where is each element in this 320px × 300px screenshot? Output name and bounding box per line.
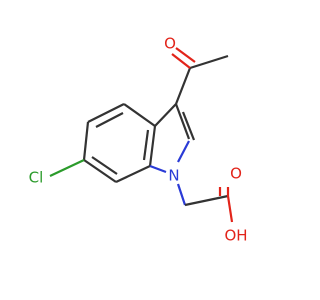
double-bond-inner bbox=[181, 111, 196, 141]
bond bbox=[82, 121, 90, 161]
bond bbox=[87, 103, 125, 123]
double-bond-inner bbox=[91, 156, 118, 175]
atom-label-acid-o: O bbox=[230, 165, 242, 183]
atom-label-carbonyl-o: O bbox=[164, 35, 176, 53]
bond bbox=[176, 183, 187, 206]
acetic-acid-group bbox=[176, 183, 234, 223]
bond bbox=[184, 194, 229, 207]
bond bbox=[154, 103, 177, 127]
pyrrole-ring bbox=[149, 103, 196, 174]
atom-label-chlorine: Cl bbox=[29, 169, 44, 187]
bond bbox=[115, 165, 151, 183]
bond bbox=[148, 125, 157, 167]
structure-canvas: O N Cl O OH bbox=[29, 35, 248, 245]
double-bond-inner bbox=[142, 129, 150, 161]
bond bbox=[149, 164, 167, 174]
bond bbox=[83, 159, 117, 183]
bond bbox=[226, 195, 234, 223]
bond bbox=[174, 67, 192, 105]
bond bbox=[189, 54, 229, 70]
bond bbox=[177, 140, 190, 163]
atom-label-ring-n: N bbox=[168, 167, 179, 185]
benzene-ring bbox=[82, 103, 157, 183]
double-bond-inner bbox=[95, 112, 124, 128]
atom-label-acid-oh: OH bbox=[224, 227, 247, 245]
bond bbox=[123, 103, 156, 127]
acetyl-group bbox=[171, 47, 229, 105]
bond bbox=[175, 47, 196, 63]
chloro-bond bbox=[49, 159, 85, 177]
bond bbox=[174, 103, 191, 140]
molecule-diagram: O N Cl O OH bbox=[29, 35, 248, 245]
bond bbox=[171, 53, 191, 69]
